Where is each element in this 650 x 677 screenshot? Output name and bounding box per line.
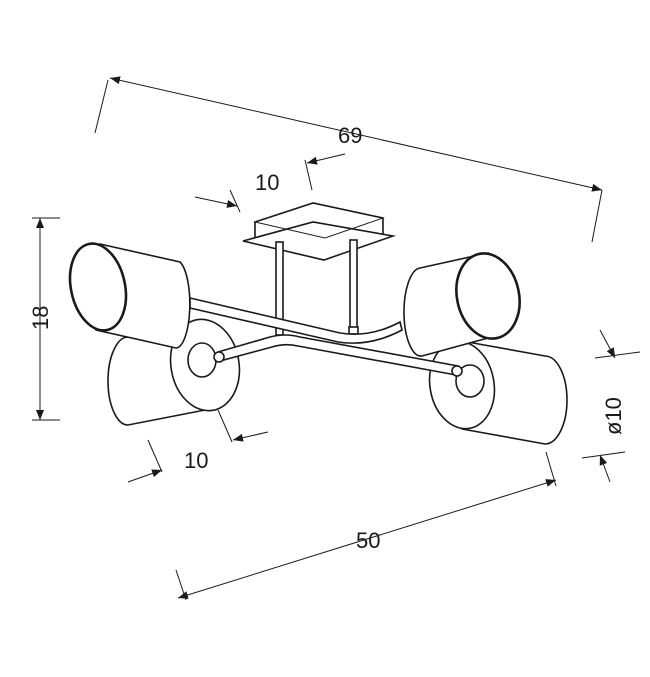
dim-label-diameter: ø10 xyxy=(601,397,626,435)
shade-front-right xyxy=(428,340,568,445)
dim-label-18: 18 xyxy=(28,306,53,330)
shade-front-left xyxy=(107,318,241,426)
back-arm xyxy=(189,296,403,344)
shade-back-left xyxy=(68,242,191,349)
shade-back-right xyxy=(403,252,521,357)
dimension-shade-diameter: ø10 xyxy=(581,329,641,483)
ceiling-canopy xyxy=(242,202,397,261)
dimension-shade-length: 10 xyxy=(127,409,269,483)
dimension-height: 18 xyxy=(28,217,60,421)
socket-left xyxy=(213,351,225,363)
lamp-illustration xyxy=(68,202,568,445)
dim-label-10-top: 10 xyxy=(255,170,279,195)
dim-label-10-bottom: 10 xyxy=(184,448,208,473)
socket-right xyxy=(451,365,463,377)
dimension-arm-span: 50 xyxy=(175,451,557,601)
dim-label-69: 69 xyxy=(338,123,362,148)
dim-label-50: 50 xyxy=(356,528,380,553)
dimension-canopy-width: 10 xyxy=(194,153,346,213)
dimension-overall-width: 69 xyxy=(94,76,603,243)
